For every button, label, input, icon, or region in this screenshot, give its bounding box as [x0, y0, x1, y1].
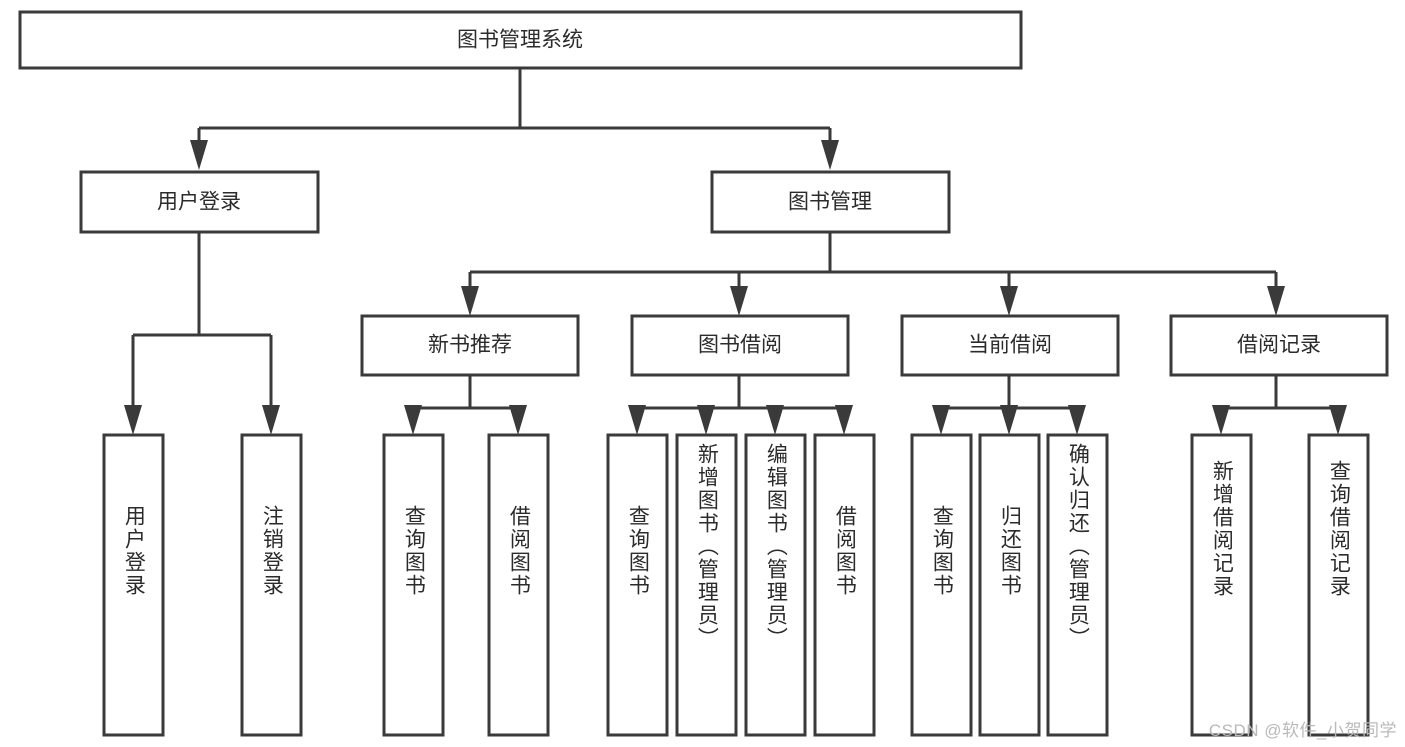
- arrow-to-leaf-query-book-3: [932, 405, 950, 435]
- leaf-borrow-book-2-box[interactable]: [813, 433, 876, 737]
- arrow-to-leaf-confirm-return-admin: [1068, 405, 1086, 435]
- leaf-query-book-1-box[interactable]: [382, 433, 445, 737]
- node-current-borrow[interactable]: 当前借阅: [900, 314, 1120, 377]
- leaf-query-borrow-record-box[interactable]: [1307, 433, 1370, 737]
- arrow-to-book-borrow: [730, 286, 748, 316]
- leaf-add-borrow-record-box[interactable]: [1190, 433, 1253, 737]
- node-user-login-box[interactable]: [79, 170, 320, 234]
- arrow-to-leaf-logout-login: [262, 405, 280, 435]
- node-new-book-recommend-label: 新书推荐: [428, 334, 512, 357]
- arrow-to-leaf-add-book-admin: [697, 405, 715, 435]
- node-borrow-record-label: 借阅记录: [1237, 334, 1321, 357]
- node-book-borrow-label: 图书借阅: [698, 334, 782, 357]
- connector-group-new-book-recommend: [404, 375, 527, 435]
- leaf-return-book-box[interactable]: [978, 433, 1041, 737]
- arrow-to-borrow-record: [1267, 286, 1285, 316]
- arrow-to-leaf-query-book-1: [404, 405, 422, 435]
- arrow-to-new-book-recommend: [461, 286, 479, 316]
- node-book-borrow[interactable]: 图书借阅: [630, 314, 850, 377]
- connector-group-user-login: [124, 232, 280, 435]
- connector-group-borrow-record: [1212, 375, 1347, 435]
- leaf-boxes: [102, 433, 1370, 737]
- arrow-root-to-book-management: [821, 140, 839, 170]
- leaf-logout-login-box[interactable]: [240, 433, 303, 737]
- leaf-edit-book-admin-box[interactable]: [744, 433, 807, 737]
- node-current-borrow-label: 当前借阅: [968, 334, 1052, 357]
- leaf-confirm-return-admin-box[interactable]: [1046, 433, 1109, 737]
- arrow-to-leaf-query-book-2: [628, 405, 646, 435]
- arrow-to-leaf-borrow-book-1: [509, 405, 527, 435]
- connector-group-book-management: [461, 232, 1285, 316]
- leaf-borrow-book-1-box[interactable]: [487, 433, 550, 737]
- csdn-watermark: CSDN @软件_小贺同学: [1208, 721, 1397, 740]
- connector-group-root: [190, 68, 839, 170]
- node-root-box[interactable]: [18, 10, 1023, 70]
- arrow-to-leaf-add-borrow-record: [1212, 405, 1230, 435]
- node-current-borrow-box[interactable]: [900, 314, 1120, 377]
- arrow-to-leaf-return-book: [1000, 405, 1018, 435]
- node-new-book-recommend-box[interactable]: [360, 314, 580, 377]
- node-book-management-label: 图书管理: [788, 191, 872, 214]
- node-borrow-record-box[interactable]: [1169, 314, 1389, 377]
- node-user-login[interactable]: 用户登录: [79, 170, 320, 234]
- arrow-to-leaf-borrow-book-2: [835, 405, 853, 435]
- node-root[interactable]: 图书管理系统: [18, 10, 1023, 70]
- node-book-borrow-box[interactable]: [630, 314, 850, 377]
- leaf-query-book-2-box[interactable]: [606, 433, 669, 737]
- arrow-root-to-user-login: [190, 140, 208, 170]
- node-new-book-recommend[interactable]: 新书推荐: [360, 314, 580, 377]
- node-book-management-box[interactable]: [710, 170, 951, 234]
- arrow-to-leaf-user-login: [124, 405, 142, 435]
- arrow-to-leaf-query-borrow-record: [1329, 405, 1347, 435]
- leaf-add-book-admin-box[interactable]: [675, 433, 738, 737]
- node-root-label: 图书管理系统: [457, 29, 583, 52]
- leaf-query-book-3-box[interactable]: [910, 433, 973, 737]
- connector-group-book-borrow: [628, 375, 853, 435]
- arrow-to-leaf-edit-book-admin: [766, 405, 784, 435]
- node-user-login-label: 用户登录: [157, 191, 241, 214]
- node-book-management[interactable]: 图书管理: [710, 170, 951, 234]
- connector-group-current-borrow: [932, 375, 1086, 435]
- arrow-to-current-borrow: [1000, 286, 1018, 316]
- node-borrow-record[interactable]: 借阅记录: [1169, 314, 1389, 377]
- leaf-user-login-box[interactable]: [102, 433, 165, 737]
